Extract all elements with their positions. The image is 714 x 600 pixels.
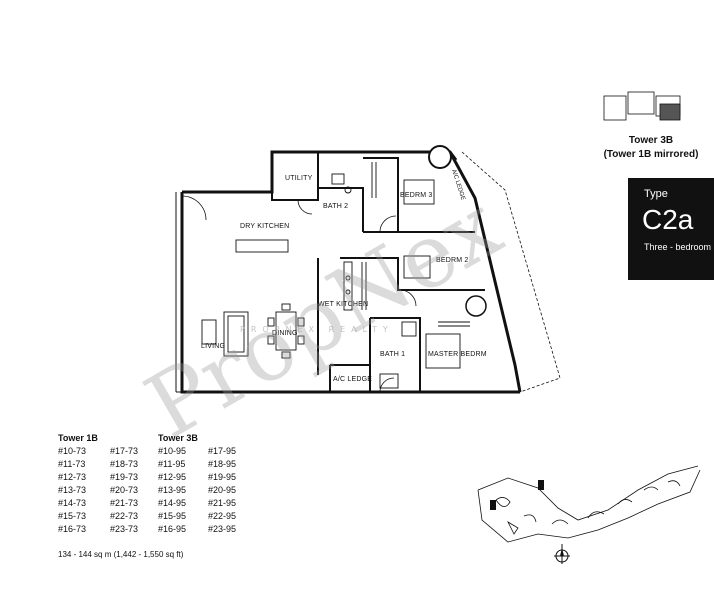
units-tower-3b-col-2: #17-95 #18-95 #19-95 #20-95 #21-95 #22-9… [208,445,260,536]
units-tower-1b: Tower 1B #10-73 #11-73 #12-73 #13-73 #14… [58,432,138,534]
tower-caption: Tower 3B (Tower 1B mirrored) [591,134,711,162]
unit-number: #14-95 [158,498,187,508]
unit-number: #13-95 [158,485,187,495]
units-tower-3b-col-1: #10-95 #11-95 #12-95 #13-95 #14-95 #15-9… [158,445,210,536]
plan-ledge-outline [461,151,561,393]
room-label-bath-1: BATH 1 [380,351,405,358]
units-tower-3b: Tower 3B #10-95 #11-95 #12-95 #13-95 #14… [158,432,236,534]
column-circle-mid [465,295,487,317]
unit-number: #10-73 [58,446,87,456]
units-tower-1b-col-1: #10-73 #11-73 #12-73 #13-73 #14-73 #15-7… [58,445,110,536]
unit-number: #18-73 [110,459,139,469]
column-circle-top [428,145,452,169]
unit-number: #19-95 [208,472,237,482]
unit-number: #14-73 [58,498,87,508]
tower-caption-line-2: (Tower 1B mirrored) [603,149,699,160]
unit-number: #18-95 [208,459,237,469]
room-label-dining: DINING [272,330,298,337]
unit-number: #11-95 [158,459,186,469]
unit-number: #12-95 [158,472,187,482]
room-label-bedrm-3: BEDRM 3 [400,192,433,199]
unit-number: #13-73 [58,485,87,495]
watermark-text: PropNex [129,174,518,458]
type-label: Type [644,188,668,200]
furniture [201,162,470,389]
room-label-living: LIVING [201,343,225,350]
unit-type-box: Type C2a Three - bedroom [628,178,714,280]
unit-number: #16-95 [158,524,187,534]
unit-number: #23-73 [110,524,139,534]
unit-number: #10-95 [158,446,187,456]
units-tower-1b-title: Tower 1B [58,433,98,443]
units-tower-1b-col-2: #17-73 #18-73 #19-73 #20-73 #21-73 #22-7… [110,445,162,536]
room-label-ac-ledge-bottom: A/C LEDGE [333,376,372,383]
room-label-bath-2: BATH 2 [323,203,348,210]
unit-number: #22-73 [110,511,139,521]
unit-number: #22-95 [208,511,237,521]
area-note: 134 - 144 sq m (1,442 - 1,550 sq ft) [58,550,184,559]
room-label-master-bedrm: MASTER BEDRM [428,351,487,358]
unit-number: #20-73 [110,485,139,495]
unit-number: #11-73 [58,459,86,469]
units-tower-3b-title: Tower 3B [158,433,198,443]
watermark-small-text: PROPNEX REALTY [240,325,394,334]
site-plan-highlight-2 [538,480,544,490]
unit-number: #21-95 [208,498,237,508]
site-plan-highlight-1 [490,500,496,510]
unit-number: #19-73 [110,472,139,482]
room-label-utility: UTILITY [285,175,313,182]
room-label-dry-kitchen: DRY KITCHEN [240,223,289,230]
door-swings [181,195,417,393]
unit-number: #16-73 [58,524,87,534]
unit-number: #12-73 [58,472,87,482]
plan-walls [175,150,522,394]
room-label-bedrm-2: BEDRM 2 [436,257,469,264]
site-plan [477,465,701,543]
unit-number: #15-95 [158,511,187,521]
tower-caption-line-1: Tower 3B [628,135,674,146]
unit-number: #20-95 [208,485,237,495]
room-label-wet-kitchen: WET KITCHEN [318,301,368,308]
type-description: Three - bedroom [644,242,712,252]
unit-number: #17-73 [110,446,139,456]
unit-number: #15-73 [58,511,87,521]
unit-number: #23-95 [208,524,237,534]
unit-number: #17-95 [208,446,237,456]
key-plan [603,91,681,121]
north-compass-icon [554,544,570,564]
unit-number: #21-73 [110,498,139,508]
type-code: C2a [642,204,694,235]
